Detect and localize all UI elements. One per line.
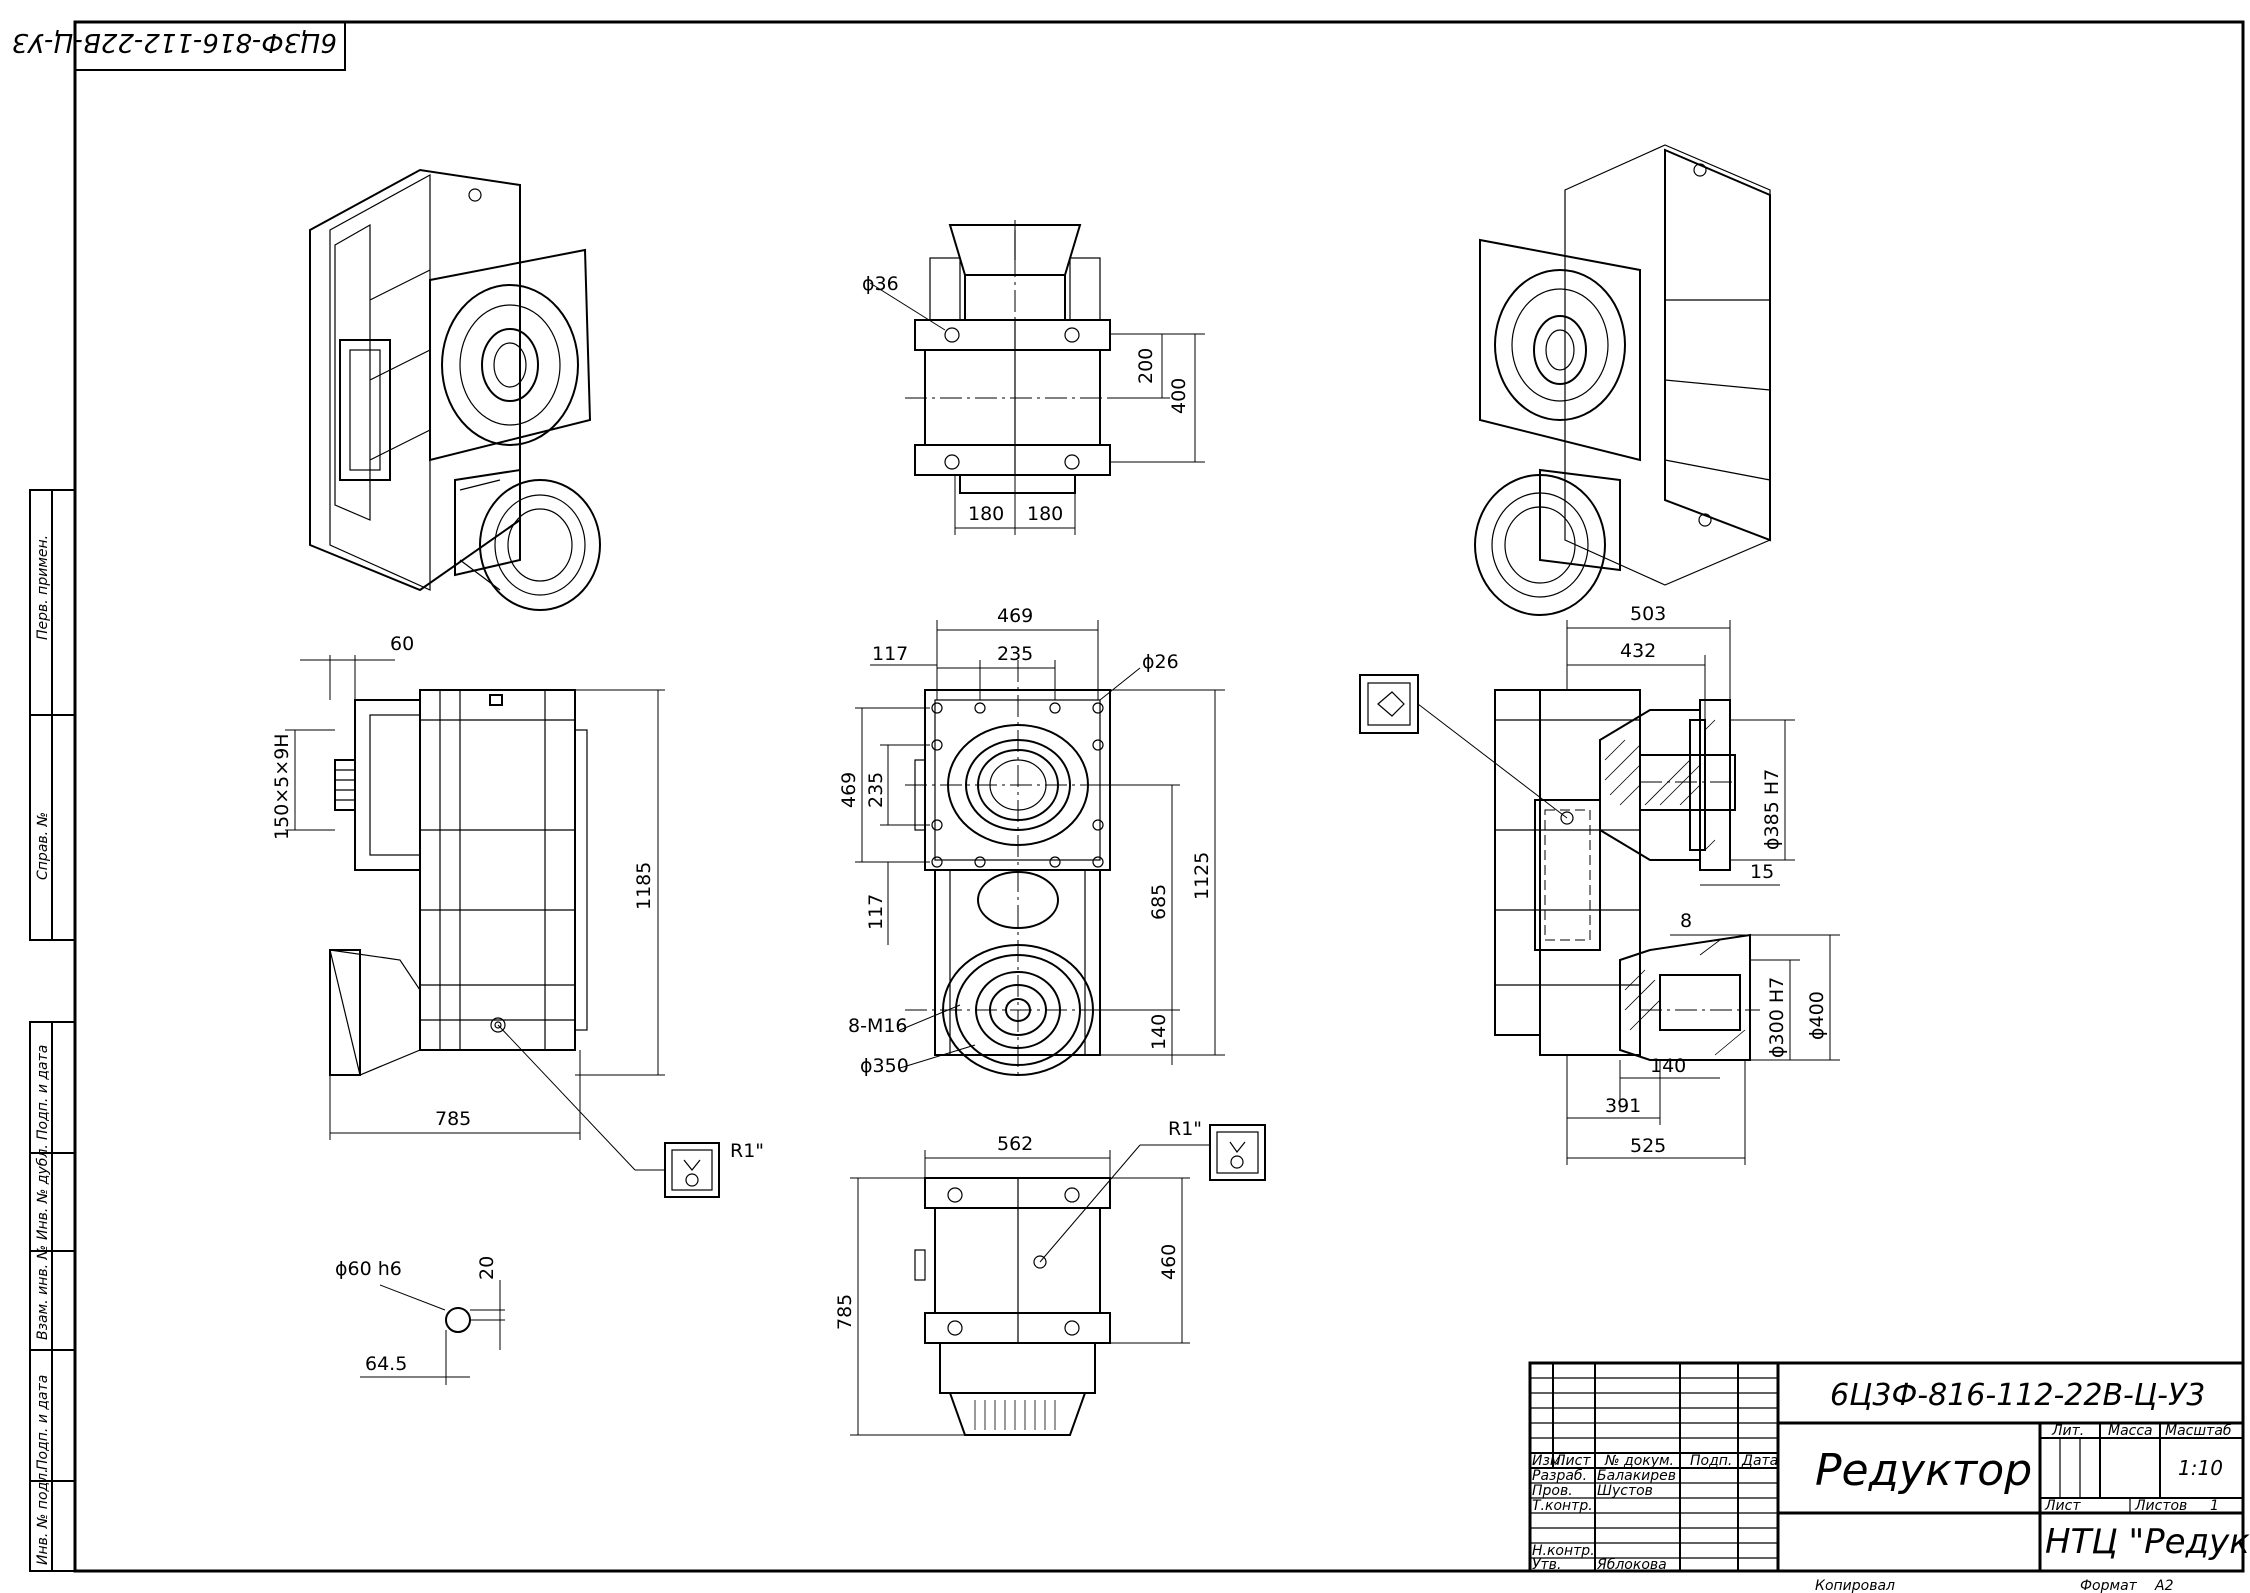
- sheet-frame: [29, 20, 2245, 1573]
- front-view: 469 117 235 ϕ26 469 235 117 685 1125 140…: [838, 605, 1225, 1080]
- side-label-podp1: Подп. и дата: [35, 1045, 51, 1140]
- dim-15: 15: [1750, 861, 1774, 883]
- dim-8: 8: [1680, 910, 1692, 932]
- dim-235-left: 235: [865, 772, 887, 808]
- side-label-vzam: Взам. инв. №: [35, 1245, 51, 1340]
- dim-phi400: ϕ400: [1806, 991, 1828, 1040]
- shaft-key-detail: ϕ60 h6 20 64.5: [335, 1256, 505, 1385]
- dim-785-side: 785: [435, 1108, 471, 1130]
- dim-400: 400: [1168, 378, 1190, 414]
- side-label-perv: Перв. примен.: [35, 535, 51, 640]
- side-label-inv-podl: Инв. № подл.: [35, 1468, 51, 1565]
- dim-460: 460: [1158, 1244, 1180, 1280]
- format-label: Формат: [2080, 1578, 2138, 1593]
- dim-phi350: ϕ350: [860, 1055, 909, 1077]
- dim-1185: 1185: [633, 862, 655, 910]
- dim-spline: 150×5×9H: [271, 733, 293, 840]
- hdr-masshtab: Масштаб: [2165, 1423, 2232, 1439]
- corner-code-text: 6Ц3Ф-816-112-22В-Ц-У3: [12, 27, 337, 57]
- hdr-list: Лист: [1554, 1453, 1591, 1469]
- left-side-view: 60 150×5×9H 1185 785 R1": [271, 633, 764, 1198]
- isometric-view-right: [1474, 144, 1771, 616]
- hdr-data: Дата: [1741, 1453, 1778, 1469]
- side-label-sprav: Справ. №: [35, 812, 51, 880]
- dim-140-front: 140: [1148, 1014, 1170, 1050]
- dim-64-5: 64.5: [365, 1353, 407, 1375]
- dim-391: 391: [1605, 1095, 1641, 1117]
- scale-value: 1:10: [2178, 1456, 2223, 1480]
- hdr-doc-no: № докум.: [1604, 1453, 1674, 1469]
- dim-525: 525: [1630, 1135, 1666, 1157]
- hdr-massa: Масса: [2108, 1423, 2153, 1439]
- hdr-podp: Подп.: [1690, 1453, 1732, 1469]
- role-utv: Утв.: [1532, 1557, 1561, 1573]
- role-razrab: Разраб.: [1532, 1468, 1587, 1484]
- side-margin-labels: Перв. примен. Справ. № Подп. и дата Инв.…: [35, 535, 51, 1565]
- plug-label-r1-left: R1": [730, 1140, 764, 1162]
- dim-562: 562: [997, 1133, 1033, 1155]
- side-label-inv-dubl: Инв. № дубл.: [35, 1144, 51, 1240]
- dim-503: 503: [1630, 603, 1666, 625]
- dim-180-left: 180: [968, 503, 1004, 525]
- isometric-view-left: [309, 168, 601, 611]
- sheets-count: 1: [2210, 1498, 2219, 1514]
- dim-8-m16: 8-M16: [848, 1015, 908, 1037]
- dim-20: 20: [476, 1256, 498, 1280]
- dim-117-top: 117: [872, 643, 908, 665]
- dim-180-right: 180: [1027, 503, 1063, 525]
- dim-469-left: 469: [838, 772, 860, 808]
- dim-685: 685: [1148, 884, 1170, 920]
- plug-label-r1-bottom: R1": [1168, 1118, 1202, 1140]
- side-label-podp2: Подп. и дата: [35, 1375, 51, 1470]
- dim-200: 200: [1135, 348, 1157, 384]
- right-section-view: 503 432 ϕ385 H7 15 8 ϕ300 H7 ϕ400 140 39…: [1359, 603, 1840, 1165]
- title-main: Редуктор: [1815, 1445, 2032, 1496]
- dim-phi385: ϕ385 H7: [1761, 769, 1783, 850]
- title-doc-code: 6Ц3Ф-816-112-22В-Ц-У3: [1830, 1378, 2205, 1413]
- dim-phi36: ϕ36: [862, 273, 899, 295]
- dim-432: 432: [1620, 640, 1656, 662]
- role-prov: Пров.: [1532, 1483, 1573, 1499]
- role-tkontr: Т.контр.: [1532, 1498, 1593, 1514]
- role-nkontr: Н.контр.: [1532, 1543, 1595, 1559]
- dim-phi26: ϕ26: [1142, 651, 1179, 673]
- dim-1125: 1125: [1191, 852, 1213, 900]
- dim-235-top: 235: [997, 643, 1033, 665]
- corner-code-box: 6Ц3Ф-816-112-22В-Ц-У3 6Ц3Ф-816-112-22В-Ц…: [12, 21, 346, 71]
- name-razrab: Балакирев: [1597, 1468, 1676, 1484]
- dim-117-left: 117: [865, 894, 887, 930]
- top-view: ϕ36 200 400 180 180: [862, 220, 1205, 535]
- dim-140-right: 140: [1650, 1055, 1686, 1077]
- dim-phi60: ϕ60 h6: [335, 1258, 402, 1280]
- dim-phi300: ϕ300 H7: [1766, 977, 1788, 1058]
- sheet-label: Лист: [2044, 1498, 2081, 1514]
- dim-469-top: 469: [997, 605, 1033, 627]
- sheets-label: Листов: [2134, 1498, 2187, 1514]
- name-prov: Шустов: [1597, 1483, 1653, 1499]
- copied-label: Копировал: [1815, 1578, 1895, 1593]
- hdr-izm: Изм.: [1532, 1453, 1565, 1469]
- dim-785-bottom: 785: [834, 1294, 856, 1330]
- hdr-lit: Лит.: [2051, 1423, 2084, 1439]
- title-block: 6Ц3Ф-816-112-22В-Ц-У3 Редуктор НТЦ "Реду…: [1528, 1361, 2250, 1593]
- title-company: НТЦ "Редуктор": [2045, 1522, 2250, 1562]
- format-value: А2: [2154, 1578, 2174, 1593]
- dim-60: 60: [390, 633, 414, 655]
- bottom-view: 562 460 785 R1": [834, 1118, 1266, 1436]
- name-utv: Яблокова: [1596, 1557, 1667, 1573]
